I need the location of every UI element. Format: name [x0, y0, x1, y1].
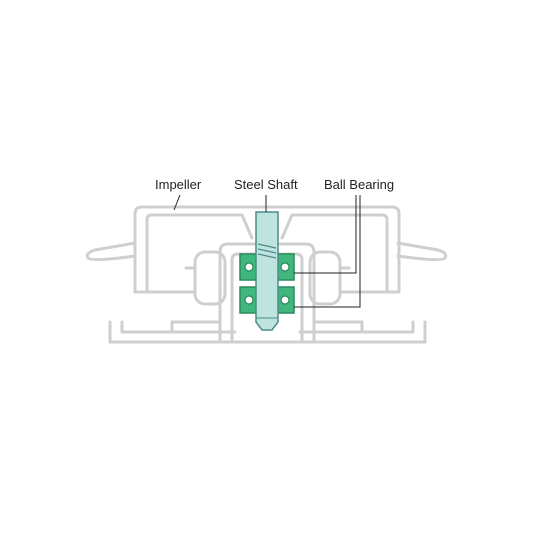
shaft-spring	[257, 243, 277, 259]
impeller-leader	[173, 194, 181, 211]
impeller-inner-right	[280, 213, 389, 294]
upper-ball-bearing	[239, 253, 295, 281]
ball-bearing-leader-2	[294, 195, 361, 308]
right-blade	[396, 241, 448, 262]
impeller-inner-left	[145, 213, 254, 294]
lower-ball-right	[280, 295, 290, 305]
upper-ball-right	[280, 262, 290, 272]
ball-bearing-label: Ball Bearing	[324, 177, 394, 192]
left-blade	[85, 241, 137, 262]
ball-bearing-leader-1	[294, 195, 357, 274]
base-plate	[108, 320, 427, 344]
right-rotor-block	[308, 250, 342, 306]
upper-ball-left	[244, 262, 254, 272]
steel-shaft-label: Steel Shaft	[234, 177, 298, 192]
impeller-label: Impeller	[155, 177, 202, 192]
left-rotor-block	[193, 250, 227, 306]
steel-shaft	[255, 211, 279, 331]
base-plate-inner	[120, 320, 415, 334]
lower-ball-left	[244, 295, 254, 305]
impeller-hub	[133, 205, 401, 294]
